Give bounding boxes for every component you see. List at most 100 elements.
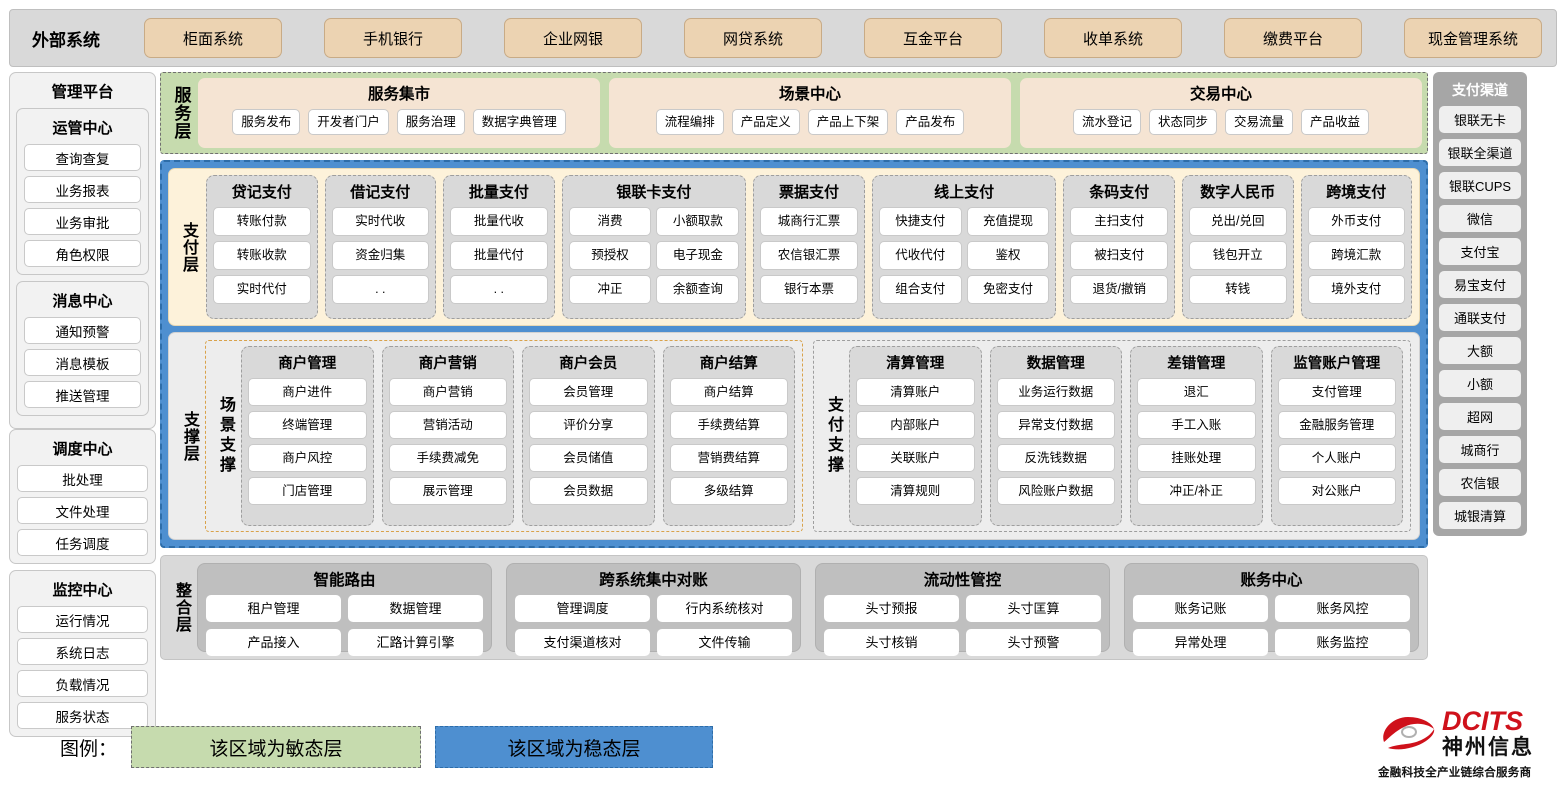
payment-channel-item[interactable]: 银联全渠道 xyxy=(1439,139,1521,166)
support-item[interactable]: 营销费结算 xyxy=(669,444,788,472)
payment-item[interactable]: 境外支付 xyxy=(1307,275,1406,304)
payment-item[interactable]: 批量代收 xyxy=(450,207,548,236)
support-item[interactable]: 商户风控 xyxy=(248,444,367,472)
payment-channel-item[interactable]: 微信 xyxy=(1439,205,1521,232)
management-group-item[interactable]: 查询查复 xyxy=(24,144,141,171)
payment-item[interactable]: 农信银汇票 xyxy=(760,241,858,270)
external-system-item[interactable]: 缴费平台 xyxy=(1224,18,1362,58)
support-item[interactable]: 营销活动 xyxy=(388,411,507,439)
support-item[interactable]: 手续费减免 xyxy=(388,444,507,472)
integration-item[interactable]: 文件传输 xyxy=(657,629,792,656)
support-item[interactable]: 多级结算 xyxy=(669,477,788,505)
management-group-item[interactable]: 批处理 xyxy=(17,465,148,492)
management-group-item[interactable]: 负载情况 xyxy=(17,670,148,697)
external-system-item[interactable]: 柜面系统 xyxy=(144,18,282,58)
integration-item[interactable]: 产品接入 xyxy=(206,629,341,656)
service-center-item[interactable]: 数据字典管理 xyxy=(472,109,566,135)
support-item[interactable]: 金融服务管理 xyxy=(1277,411,1396,439)
service-center-item[interactable]: 产品定义 xyxy=(731,109,800,135)
support-item[interactable]: 商户结算 xyxy=(669,378,788,406)
payment-item[interactable]: 小额取款 xyxy=(656,207,740,236)
support-item[interactable]: 风险账户数据 xyxy=(996,477,1115,505)
external-system-item[interactable]: 企业网银 xyxy=(504,18,642,58)
payment-item[interactable]: 快捷支付 xyxy=(878,207,962,236)
support-item[interactable]: 关联账户 xyxy=(856,444,975,472)
support-item[interactable]: 异常支付数据 xyxy=(996,411,1115,439)
management-group-item[interactable]: 文件处理 xyxy=(17,497,148,524)
support-item[interactable]: 评价分享 xyxy=(529,411,648,439)
integration-item[interactable]: 数据管理 xyxy=(348,595,483,622)
payment-item[interactable]: 实时代付 xyxy=(213,275,311,304)
service-center-item[interactable]: 产品发布 xyxy=(896,109,965,135)
service-center-item[interactable]: 状态同步 xyxy=(1148,109,1217,135)
support-item[interactable]: 个人账户 xyxy=(1277,444,1396,472)
integration-item[interactable]: 异常处理 xyxy=(1133,629,1268,656)
integration-item[interactable]: 账务监控 xyxy=(1275,629,1410,656)
support-item[interactable]: 反洗钱数据 xyxy=(996,444,1115,472)
support-item[interactable]: 手续费结算 xyxy=(669,411,788,439)
payment-channel-item[interactable]: 通联支付 xyxy=(1439,304,1521,331)
payment-item[interactable]: 退货/撤销 xyxy=(1070,275,1168,304)
management-group-item[interactable]: 任务调度 xyxy=(17,529,148,556)
management-group-item[interactable]: 消息模板 xyxy=(24,349,141,376)
support-item[interactable]: 会员管理 xyxy=(529,378,648,406)
management-group-item[interactable]: 通知预警 xyxy=(24,317,141,344)
management-group-item[interactable]: 业务报表 xyxy=(24,176,141,203)
payment-item[interactable]: 批量代付 xyxy=(450,241,548,270)
management-group-item[interactable]: 业务审批 xyxy=(24,208,141,235)
integration-item[interactable]: 管理调度 xyxy=(515,595,650,622)
service-center-item[interactable]: 服务治理 xyxy=(396,109,465,135)
payment-channel-item[interactable]: 城银清算 xyxy=(1439,502,1521,529)
service-center-item[interactable]: 流程编排 xyxy=(655,109,724,135)
payment-item[interactable]: 鉴权 xyxy=(966,241,1050,270)
support-item[interactable]: 业务运行数据 xyxy=(996,378,1115,406)
payment-channel-item[interactable]: 支付宝 xyxy=(1439,238,1521,265)
support-item[interactable]: 展示管理 xyxy=(388,477,507,505)
integration-item[interactable]: 账务记账 xyxy=(1133,595,1268,622)
payment-item[interactable]: 转钱 xyxy=(1189,275,1287,304)
integration-item[interactable]: 行内系统核对 xyxy=(657,595,792,622)
support-item[interactable]: 冲正/补正 xyxy=(1137,477,1256,505)
support-item[interactable]: 退汇 xyxy=(1137,378,1256,406)
management-group-item[interactable]: 运行情况 xyxy=(17,606,148,633)
payment-item[interactable]: 冲正 xyxy=(568,275,652,304)
payment-item[interactable]: . . xyxy=(450,275,548,304)
support-item[interactable]: 会员储值 xyxy=(529,444,648,472)
payment-channel-item[interactable]: 银联无卡 xyxy=(1439,106,1521,133)
support-item[interactable]: 终端管理 xyxy=(248,411,367,439)
support-item[interactable]: 手工入账 xyxy=(1137,411,1256,439)
support-item[interactable]: 会员数据 xyxy=(529,477,648,505)
payment-item[interactable]: 免密支付 xyxy=(966,275,1050,304)
integration-item[interactable]: 汇路计算引擎 xyxy=(348,629,483,656)
payment-item[interactable]: 主扫支付 xyxy=(1070,207,1168,236)
management-group-item[interactable]: 角色权限 xyxy=(24,240,141,267)
service-center-item[interactable]: 服务发布 xyxy=(232,109,301,135)
integration-item[interactable]: 头寸预警 xyxy=(966,629,1101,656)
support-item[interactable]: 商户进件 xyxy=(248,378,367,406)
payment-item[interactable]: 城商行汇票 xyxy=(760,207,858,236)
payment-item[interactable]: 钱包开立 xyxy=(1189,241,1287,270)
service-center-item[interactable]: 产品上下架 xyxy=(807,109,889,135)
management-group-item[interactable]: 系统日志 xyxy=(17,638,148,665)
integration-item[interactable]: 头寸预报 xyxy=(824,595,959,622)
service-center-item[interactable]: 流水登记 xyxy=(1072,109,1141,135)
support-item[interactable]: 清算账户 xyxy=(856,378,975,406)
management-group-item[interactable]: 推送管理 xyxy=(24,381,141,408)
payment-item[interactable]: 银行本票 xyxy=(760,275,858,304)
payment-channel-item[interactable]: 超网 xyxy=(1439,403,1521,430)
payment-item[interactable]: 外币支付 xyxy=(1307,207,1406,236)
payment-channel-item[interactable]: 小额 xyxy=(1439,370,1521,397)
external-system-item[interactable]: 互金平台 xyxy=(864,18,1002,58)
integration-item[interactable]: 支付渠道核对 xyxy=(515,629,650,656)
payment-channel-item[interactable]: 城商行 xyxy=(1439,436,1521,463)
payment-item[interactable]: 预授权 xyxy=(568,241,652,270)
payment-item[interactable]: 充值提现 xyxy=(966,207,1050,236)
payment-item[interactable]: 转账付款 xyxy=(213,207,311,236)
support-item[interactable]: 清算规则 xyxy=(856,477,975,505)
service-center-item[interactable]: 交易流量 xyxy=(1225,109,1294,135)
payment-item[interactable]: 兑出/兑回 xyxy=(1189,207,1287,236)
payment-item[interactable]: 实时代收 xyxy=(331,207,430,236)
payment-item[interactable]: 转账收款 xyxy=(213,241,311,270)
payment-channel-item[interactable]: 易宝支付 xyxy=(1439,271,1521,298)
payment-item[interactable]: . . xyxy=(331,275,430,304)
